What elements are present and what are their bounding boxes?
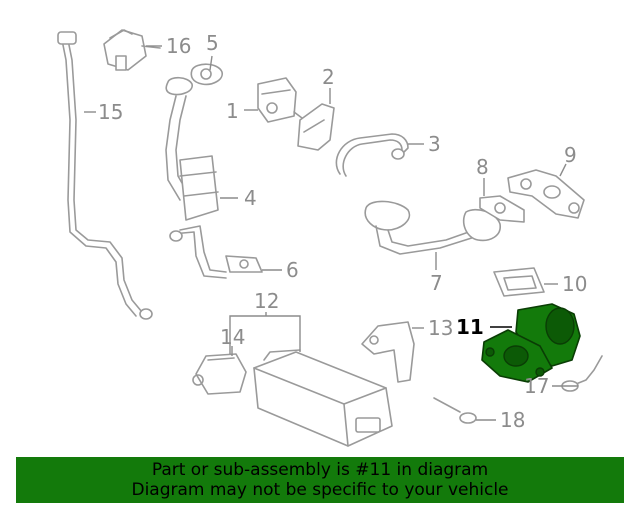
part-16-sensor	[103, 29, 161, 71]
callout-16: 16	[166, 34, 191, 58]
banner-line-2: Diagram may not be specific to your vehi…	[131, 480, 509, 500]
part-8-gasket	[479, 195, 525, 223]
part-6-gasket	[225, 255, 263, 273]
callout-11: 11	[456, 315, 484, 339]
part-4-pipe-assembly	[165, 76, 227, 279]
part-10-gasket	[493, 267, 545, 297]
part-15-hose	[57, 31, 153, 320]
part-11-egr-valve	[481, 303, 581, 383]
part-13-bracket	[361, 321, 415, 383]
part-18-sensor	[433, 397, 477, 424]
callout-6: 6	[286, 258, 299, 282]
callout-7: 7	[430, 271, 443, 295]
callout-10: 10	[562, 272, 587, 296]
callout-18: 18	[500, 408, 525, 432]
callout-15: 15	[98, 100, 123, 124]
callout-2: 2	[322, 65, 335, 89]
callout-17: 17	[524, 374, 549, 398]
callout-13: 13	[428, 316, 453, 340]
part-14-sensor	[192, 353, 247, 395]
part-12-canister	[253, 349, 393, 447]
callout-9: 9	[564, 143, 577, 167]
parts-diagram: 1 2 3 4 5 6 7 8 9 10 11 12 13 14 15 16 1…	[57, 29, 603, 447]
banner-line-1: Part or sub-assembly is #11 in diagram	[151, 460, 489, 480]
callout-3: 3	[428, 132, 441, 156]
callout-1: 1	[226, 99, 239, 123]
part-7-pipe	[364, 200, 501, 255]
part-1-solenoid	[257, 77, 303, 123]
callout-5: 5	[206, 31, 219, 55]
callout-4: 4	[244, 186, 257, 210]
callout-12: 12	[254, 289, 279, 313]
part-3-hose	[335, 133, 409, 177]
part-2-bracket	[297, 103, 335, 151]
callout-labels: 1 2 3 4 5 6 7 8 9 10 11 12 13 14 15 16 1…	[98, 31, 587, 432]
callout-8: 8	[476, 155, 489, 179]
part-9-flange	[507, 169, 585, 219]
info-banner: Part or sub-assembly is #11 in diagram D…	[16, 457, 624, 503]
leader-lines	[84, 45, 578, 421]
part-5-gasket	[190, 63, 223, 86]
callout-14: 14	[220, 325, 245, 349]
